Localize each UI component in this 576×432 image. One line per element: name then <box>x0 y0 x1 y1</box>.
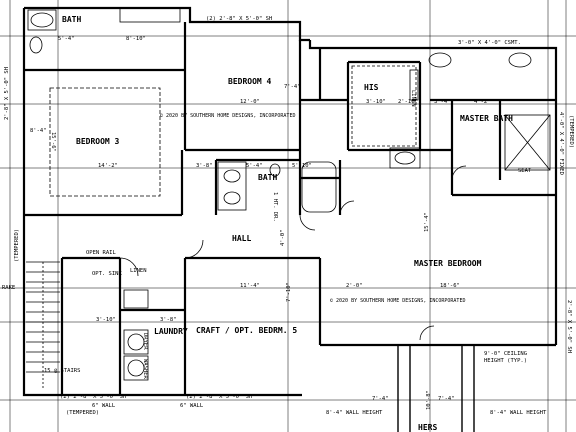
dim-3-4: 3'-4" <box>434 99 451 105</box>
dim-3-10: 3'-10" <box>366 99 386 105</box>
dim-14-2: 14'-2" <box>98 163 118 169</box>
copyright-note-bottom: © 2020 BY SOUTHERN HOME DESIGNS, INCORPO… <box>330 298 465 304</box>
dim-7-4c: 7'-4" <box>438 396 455 402</box>
dryer-label: DRYER <box>142 333 148 350</box>
copyright-note-top: © 2020 BY SOUTHERN HOME DESIGNS, INCORPO… <box>160 113 295 119</box>
rake-note: RAKE <box>2 285 15 291</box>
window-bottom-note-2: (2) 2'-8" X 5'-0" SH <box>186 394 252 400</box>
dim-4-2: 4'-2" <box>474 99 491 105</box>
bath-top-label: BATH <box>62 15 81 24</box>
dim-4-0: 4'-0" <box>280 229 286 246</box>
dim-7-10: 7'-10" <box>286 282 292 302</box>
dim-5-4: 5'-4" <box>58 36 75 42</box>
dim-7-4: 7'-4" <box>284 84 301 90</box>
washer-label: WASHER <box>142 359 148 380</box>
stairs-note: 15 @ STAIRS <box>44 368 80 374</box>
tempered-note-left: (TEMPERED) <box>14 229 20 262</box>
walls <box>22 6 558 397</box>
dim-8-4: 8'-4" <box>30 128 47 134</box>
dim-3-8: 3'-8" <box>196 163 213 169</box>
wall-height-note-right: 8'-4" WALL HEIGHT <box>490 410 547 416</box>
dim-15-4: 15'-4" <box>424 212 430 232</box>
dim-10-8: 10'-8" <box>426 390 432 410</box>
dim-2-10: 2'-10" <box>398 99 418 105</box>
dim-8-10: 8'-10" <box>126 36 146 42</box>
window-right-note: 2'-8" X 5'-0" SH <box>566 300 572 353</box>
craft-room-label: CRAFT / OPT. BEDRM. 5 <box>196 326 297 335</box>
window-top-note: (2) 2'-8" X 5'-0" SH <box>206 16 272 22</box>
six-inch-wall-note-1: 6" WALL <box>180 403 204 409</box>
bedroom-4-label: BEDROOM 4 <box>228 77 272 86</box>
wall-height-note-left: 8'-4" WALL HEIGHT <box>326 410 383 416</box>
dim-11-4: 11'-4" <box>240 283 260 289</box>
bedroom-3-label: BEDROOM 3 <box>76 137 120 146</box>
window-csmt-note: 3'-0" X 4'-0" CSMT. <box>458 40 521 46</box>
dim-2-0: 2'-0" <box>346 283 363 289</box>
hall-bath-label: BATH <box>258 173 277 182</box>
ceiling-height-note-1: 9'-0" CEILING <box>484 351 527 357</box>
tempered-note-right: (TEMPERED) <box>568 115 574 148</box>
dim-5-10: 5'-10" <box>292 163 312 169</box>
window-bottom-note-1: (2) 2'-8" X 5'-0" SH <box>60 394 126 400</box>
linen-hall-label: LINEN <box>130 268 147 274</box>
window-left-note: 2'-8" X 5'-0" SH <box>4 67 10 120</box>
laundry-label: LAUNDRY <box>154 327 188 336</box>
dim-15-6: 15'-6" <box>50 132 56 152</box>
dim-5-4b: 5'-4" <box>246 163 263 169</box>
tempered-note-bottom: (TEMPERED) <box>66 410 99 416</box>
door-height-note: 1 HT. DR. <box>272 192 278 222</box>
master-bedroom-label: MASTER BEDROOM <box>414 259 482 268</box>
fixtures <box>26 7 551 432</box>
dim-3-10b: 3'-10" <box>96 317 116 323</box>
stair-treads <box>26 261 60 390</box>
open-rail-note: OPEN RAIL <box>86 250 116 256</box>
hall-label: HALL <box>232 234 251 243</box>
ceiling-height-note-2: HEIGHT (TYP.) <box>484 358 527 364</box>
dim-12-0: 12'-0" <box>240 99 260 105</box>
linen-master-label: LINEN <box>410 90 416 107</box>
fixed-glass-note: 4'-0" X 4'-0" FIXED <box>558 112 564 175</box>
master-bath-label: MASTER BATH <box>460 114 513 123</box>
dim-18-6: 18'-6" <box>440 283 460 289</box>
dim-7-4b: 7'-4" <box>372 396 389 402</box>
opt-sink-note: OPT. SINK <box>92 271 122 277</box>
dim-3-8b: 3'-8" <box>160 317 177 323</box>
seat-label: SEAT <box>518 168 532 174</box>
six-inch-wall-note-2: 6" WALL <box>92 403 116 409</box>
hers-label: HERS <box>418 423 437 432</box>
his-closet-label: HIS <box>364 83 379 92</box>
